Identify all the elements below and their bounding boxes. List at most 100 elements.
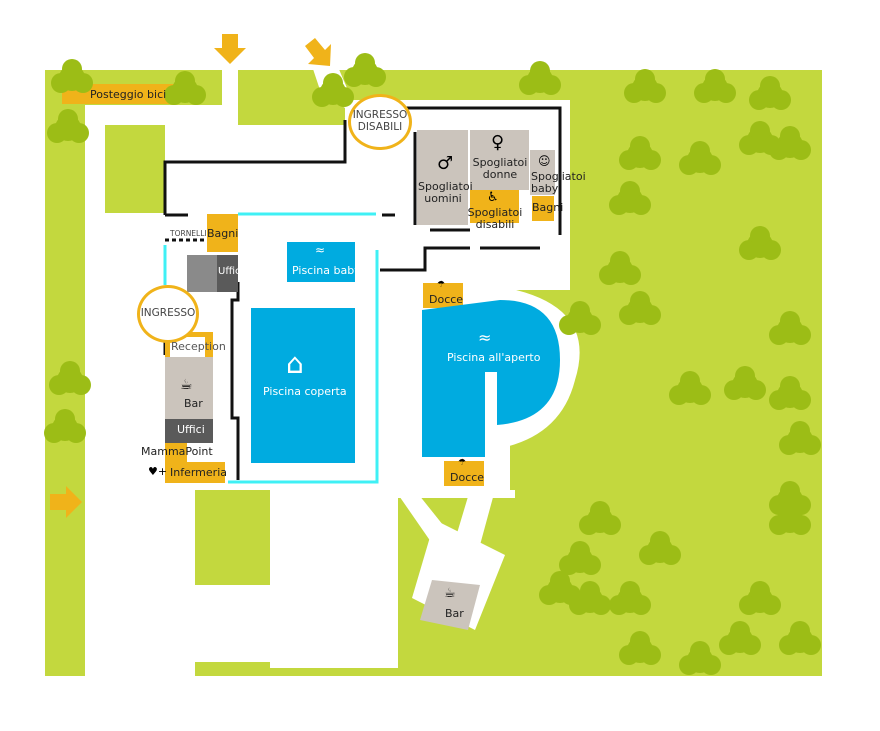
tree <box>780 481 800 501</box>
ingresso-disabili-marker[interactable]: INGRESSO DISABILI <box>348 94 412 150</box>
tree <box>164 85 184 105</box>
tree <box>73 73 93 93</box>
tree <box>635 69 655 89</box>
tree <box>62 59 82 79</box>
walls <box>163 106 562 480</box>
tree <box>669 385 689 405</box>
indoor-pool-walls <box>163 212 379 484</box>
tree <box>561 585 581 605</box>
label-piscina-baby: Piscina baby <box>292 264 361 277</box>
tree <box>779 635 799 655</box>
tree <box>719 635 739 655</box>
tree <box>47 123 67 143</box>
tree <box>791 515 811 535</box>
tree <box>630 291 650 311</box>
swimming-icon: ≈ <box>478 328 492 347</box>
coffee-cup-icon: ☕ <box>180 377 193 393</box>
label-posteggio-bici: Posteggio bici <box>90 88 167 101</box>
tree <box>323 73 343 93</box>
label-spogliatoi-disabili: Spogliatoi disabili <box>467 206 523 231</box>
tree <box>779 435 799 455</box>
tree <box>661 545 681 565</box>
tree <box>624 83 644 103</box>
tree <box>366 67 386 87</box>
tree <box>739 135 759 155</box>
tree <box>771 90 791 110</box>
tree <box>730 621 750 641</box>
tree <box>739 595 759 615</box>
tree <box>601 515 621 535</box>
tree <box>559 555 579 575</box>
tree <box>71 375 91 395</box>
tree <box>701 655 721 675</box>
tree <box>619 645 639 665</box>
tree <box>630 631 650 651</box>
label-uffici-top: Uffici <box>218 266 244 277</box>
tree <box>650 531 670 551</box>
tree <box>609 195 629 215</box>
tree <box>716 83 736 103</box>
label-piscina-coperta: Piscina coperta <box>263 385 347 398</box>
tree <box>791 325 811 345</box>
tree <box>620 581 640 601</box>
tree <box>746 380 766 400</box>
tree <box>530 61 550 81</box>
label-mammapoint: MammaPoint <box>141 445 213 458</box>
tree <box>590 501 610 521</box>
tree <box>679 155 699 175</box>
tree <box>739 240 759 260</box>
shower-icon: ☂ <box>437 280 446 290</box>
tree <box>334 87 354 107</box>
tree <box>780 126 800 146</box>
tree <box>580 581 600 601</box>
tree <box>641 645 661 665</box>
tree <box>750 121 770 141</box>
entrance-arrows <box>50 34 331 518</box>
first-aid-heart-icon: ♥+ <box>148 465 168 478</box>
tree <box>570 301 590 321</box>
tree <box>631 195 651 215</box>
tree <box>791 390 811 410</box>
tree <box>705 69 725 89</box>
shower-icon: ☂ <box>458 458 467 468</box>
tree <box>780 376 800 396</box>
tree <box>761 240 781 260</box>
label-tornelli: TORNELLI <box>170 229 207 238</box>
tree <box>680 371 700 391</box>
label-ingresso-disabili: INGRESSO DISABILI <box>352 109 408 133</box>
tree <box>735 366 755 386</box>
tree <box>780 501 800 521</box>
tree <box>760 76 780 96</box>
tree <box>55 409 75 429</box>
tree <box>539 585 559 605</box>
tree <box>51 73 71 93</box>
label-spogliatoi-baby: Spogliatoi baby <box>531 170 586 195</box>
tree <box>550 571 570 591</box>
tree <box>541 75 561 95</box>
label-bagni-right: Bagni <box>532 201 564 214</box>
tree <box>591 595 611 615</box>
label-reception: Reception <box>171 340 226 353</box>
tree <box>620 181 640 201</box>
coffee-cup-icon: ☕ <box>444 586 456 601</box>
tree <box>630 136 650 156</box>
tree <box>769 390 789 410</box>
tree <box>694 83 714 103</box>
label-infermeria: Infermeria <box>170 466 227 479</box>
tree <box>344 67 364 87</box>
tree <box>581 555 601 575</box>
tree <box>66 423 86 443</box>
tree <box>761 135 781 155</box>
wheelchair-icon: ♿ <box>487 190 499 205</box>
tree <box>750 581 770 601</box>
baby-pool-icon: ≈ <box>315 243 326 257</box>
tree <box>312 87 332 107</box>
tree <box>701 155 721 175</box>
tree <box>780 311 800 331</box>
tree <box>69 123 89 143</box>
ingresso-marker[interactable]: INGRESSO <box>137 285 199 343</box>
label-bar-outside: Bar <box>445 607 464 620</box>
label-bagni-left: Bagni <box>207 227 239 240</box>
